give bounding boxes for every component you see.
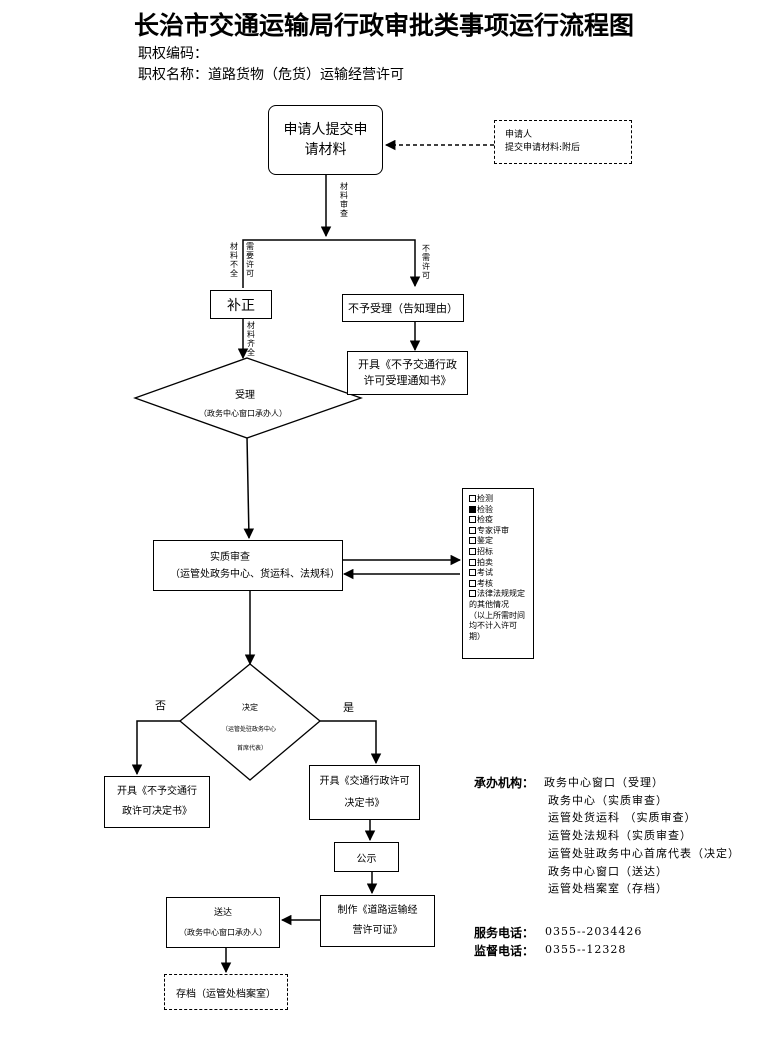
unchecked-box-icon bbox=[469, 537, 476, 545]
agency-list: 政务中心窗口（受理） 政务中心（实质审查） 运管处货运科 （实质审查） 运管处法规科（… bbox=[544, 774, 740, 898]
grant-l1: 开具《交通行政许可 bbox=[319, 775, 410, 787]
service-phone: 0355--2034426 bbox=[545, 925, 643, 938]
unchecked-box-icon bbox=[469, 590, 476, 598]
decision-diamond bbox=[178, 663, 322, 781]
publicity-label: 公示 bbox=[356, 853, 377, 865]
label-complete: 材料齐全 bbox=[247, 321, 255, 357]
decision-sub2: 首席代表） bbox=[237, 745, 268, 752]
decision-sub1: （运管处驻政务中心 bbox=[222, 726, 277, 733]
decision-label: 决定 bbox=[242, 703, 258, 712]
not-accept-notice-l1: 开具《不予交通行政 bbox=[358, 358, 457, 371]
checklist-item: 考试 bbox=[469, 568, 527, 579]
accept-sub: （政务中心窗口承办人） bbox=[199, 409, 287, 418]
grant-l2: 决定书》 bbox=[344, 797, 385, 809]
not-accept-node: 不予受理（告知理由） bbox=[342, 294, 464, 322]
review-sub: （运管处政务中心、货运科、法规科） bbox=[170, 568, 340, 580]
grant-node: 开具《交通行政许可 决定书》 bbox=[309, 765, 420, 820]
label-yes: 是 bbox=[343, 701, 354, 714]
checklist-item-label: 检测 bbox=[477, 494, 493, 503]
unchecked-box-icon bbox=[469, 547, 476, 555]
deny-l1: 开具《不予交通行 bbox=[117, 786, 197, 797]
not-accept-notice-l2: 许可受理通知书》 bbox=[363, 374, 452, 387]
make-l2: 营许可证》 bbox=[352, 925, 403, 936]
checklist-item: 检测 bbox=[469, 494, 527, 505]
accept-diamond bbox=[133, 357, 363, 439]
unchecked-box-icon bbox=[469, 495, 476, 502]
agency-label: 承办机构： bbox=[474, 776, 535, 790]
unchecked-box-icon bbox=[469, 526, 476, 534]
deliver-label: 送达 bbox=[213, 907, 232, 918]
checklist-item: 鉴定 bbox=[469, 536, 527, 547]
submit-label: 申请人提交申请材料 bbox=[283, 122, 368, 158]
service-phone-label: 服务电话： bbox=[474, 926, 535, 940]
checklist-item-label: 检验 bbox=[477, 504, 493, 514]
label-incomplete: 材料不全 bbox=[230, 242, 238, 278]
agency-item: 运管处驻政务中心首席代表（决定） bbox=[548, 846, 740, 860]
checklist-item-label: 考核 bbox=[477, 578, 493, 588]
agency-item: 运管处法规科（实质审查） bbox=[548, 829, 692, 843]
label-material-review: 材料审查 bbox=[340, 182, 348, 218]
unchecked-box-icon bbox=[469, 516, 476, 524]
unchecked-box-icon bbox=[469, 569, 476, 577]
label-need-permit: 需要许可 bbox=[246, 242, 254, 278]
review-node: 实质审查 （运管处政务中心、货运科、法规科） bbox=[153, 540, 343, 591]
checklist-item: 拍卖 bbox=[469, 558, 527, 569]
checklist-item-label: 专家评审 bbox=[477, 525, 509, 535]
applicant-line1: 申请人 bbox=[505, 130, 533, 140]
checklist-box: 检测检验检疫专家评审鉴定招标拍卖考试考核法律法规规定的其他情况 （以上所需时间均… bbox=[462, 488, 534, 659]
checklist-item: 法律法规规定的其他情况 bbox=[469, 589, 527, 610]
archive-node: 存档（运管处档案室） bbox=[164, 974, 288, 1010]
make-license-node: 制作《道路运输经 营许可证》 bbox=[320, 895, 435, 947]
agency-item: 政务中心窗口（受理） bbox=[544, 776, 664, 789]
agency-item: 运管处档案室（存档） bbox=[548, 882, 668, 896]
submit-node: 申请人提交申请材料 bbox=[268, 105, 383, 175]
applicant-line2: 提交申请材料:附后 bbox=[505, 143, 581, 153]
agency-item: 政务中心（实质审查） bbox=[548, 793, 668, 807]
checklist-item-label: 考试 bbox=[477, 568, 493, 578]
deny-node: 开具《不予交通行 政许可决定书》 bbox=[104, 776, 210, 828]
supervise-phone-label: 监督电话： bbox=[474, 944, 535, 958]
deliver-node: 送达 （政务中心窗口承办人） bbox=[166, 897, 280, 948]
checklist-item: 检疫 bbox=[469, 515, 527, 526]
checklist-item-label: 法律法规规定的其他情况 bbox=[469, 589, 525, 609]
review-label: 实质审查 bbox=[210, 551, 250, 563]
agency-item: 政务中心窗口（送达） bbox=[548, 864, 668, 878]
checklist-item-label: 鉴定 bbox=[477, 536, 493, 546]
checklist-item: 招标 bbox=[469, 547, 527, 558]
supervise-phone: 0355--12328 bbox=[545, 943, 627, 956]
deliver-sub: （政务中心窗口承办人） bbox=[179, 927, 267, 937]
supplement-label: 补正 bbox=[227, 297, 255, 314]
deny-l2: 政许可决定书》 bbox=[122, 806, 192, 817]
make-l1: 制作《道路运输经 bbox=[337, 905, 418, 916]
checklist-item-label: 检疫 bbox=[477, 515, 493, 525]
applicant-materials-box: 申请人 提交申请材料:附后 bbox=[494, 120, 632, 164]
checklist-item: 考核 bbox=[469, 579, 527, 590]
checklist-item-label: 拍卖 bbox=[477, 557, 493, 567]
accept-label: 受理 bbox=[235, 390, 255, 401]
checklist-items: 检测检验检疫专家评审鉴定招标拍卖考试考核法律法规规定的其他情况 bbox=[469, 494, 527, 611]
not-accept-label: 不予受理（告知理由） bbox=[348, 302, 458, 315]
checklist-note: （以上所需时间均不计入许可期） bbox=[469, 610, 525, 641]
code-label: 职权编码： bbox=[138, 46, 208, 62]
publicity-node: 公示 bbox=[334, 842, 399, 872]
archive-label: 存档（运管处档案室） bbox=[176, 988, 276, 1000]
not-accept-notice-node: 开具《不予交通行政 许可受理通知书》 bbox=[347, 351, 468, 395]
agency-item: 运管处货运科 （实质审查） bbox=[548, 811, 697, 825]
checklist-item-label: 招标 bbox=[477, 546, 493, 556]
supplement-node: 补正 bbox=[210, 290, 272, 319]
checklist-item: 检验 bbox=[469, 505, 527, 516]
unchecked-box-icon bbox=[469, 558, 476, 566]
checked-box-icon bbox=[469, 505, 476, 513]
unchecked-box-icon bbox=[469, 579, 476, 587]
name-label: 职权名称：道路货物（危货）运输经营许可 bbox=[138, 67, 404, 83]
page-title: 长治市交通运输局行政审批类事项运行流程图 bbox=[133, 11, 634, 40]
label-no: 否 bbox=[155, 699, 166, 712]
label-no-permit: 不需许可 bbox=[422, 244, 430, 280]
checklist-item: 专家评审 bbox=[469, 526, 527, 537]
